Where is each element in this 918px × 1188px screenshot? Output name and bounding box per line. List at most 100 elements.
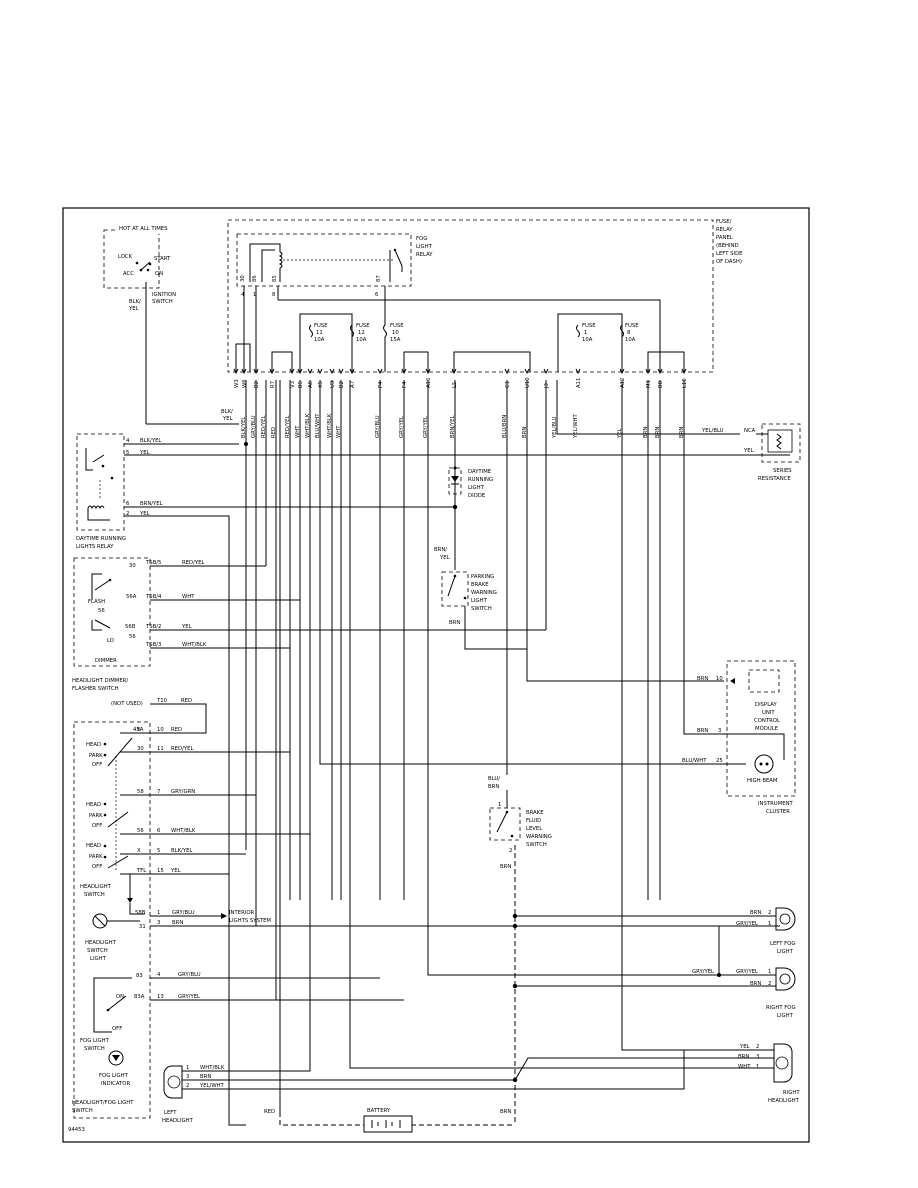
fuse-panel-label-5: LEFT SIDE (716, 251, 743, 257)
panel-wire-label: BRN/YEL (450, 415, 456, 438)
panel-wire-label: RED/YEL (261, 416, 267, 438)
fuse-12-label: FUSE (356, 323, 370, 329)
res-yel-label: YEL (743, 448, 754, 454)
lhl-wire-brn: BRN (200, 1074, 211, 1080)
panel-terminal-label: A11 (576, 378, 582, 388)
lfog-pin-1: 1 (768, 921, 771, 927)
panel-wire-label: GRY/YEL (423, 416, 429, 438)
ign-wire-label-1: BLK/ (129, 299, 141, 305)
panel-wire-label: RED/YEL (285, 416, 291, 438)
hl-45a-label: 45A (133, 727, 144, 733)
fuse-11-num: 11 (316, 330, 323, 336)
hl-row-pin: 5 (157, 848, 160, 854)
panel-wire-label: YEL/WHT (573, 413, 579, 439)
panel-terminal-label: X5 (318, 381, 324, 388)
rhl-pin-1: 1 (756, 1064, 759, 1070)
fog-relay-label-2: LIGHT (416, 244, 433, 250)
lhl-wire-yel-wht: YEL/WHT (199, 1083, 225, 1089)
dimmer-row-wire-label: YEL (181, 624, 192, 630)
panel-terminal-label: V3 (290, 381, 296, 388)
lfog-name-2: LIGHT (777, 949, 794, 955)
bf-name-5: SWITCH (526, 842, 547, 848)
hl-row-switch-pin: X (137, 727, 141, 733)
bf-name-1: BRAKE (526, 810, 544, 816)
panel-terminal-pin (297, 368, 303, 375)
blk-yel-left-2: YEL (222, 416, 233, 422)
fog-sw-83: 83 (136, 973, 143, 979)
hl-park-3: PARK (89, 854, 103, 860)
panel-terminal-label: J3 (544, 383, 550, 389)
series-res-name-1: SERIES (773, 468, 792, 474)
fuse-1-num: 1 (584, 330, 587, 336)
lfog-wire-gry-yel: GRY/YEL (736, 921, 758, 927)
panel-terminal-pin (504, 368, 510, 375)
display-line-2: UNIT (762, 710, 775, 716)
panel-terminal-label: B5 (298, 381, 304, 388)
panel-terminal-label: A15 (426, 378, 432, 388)
t10-red-label: RED (181, 698, 192, 704)
dimmer-row-conn: TSB/5 (145, 560, 161, 566)
panel-terminal-pin (233, 368, 239, 375)
dimmer-switch: FLASH 56 LO 56 DIMMER HEADLIGHT DIMMER/ … (72, 557, 151, 692)
display-line-1: DISPLAY (755, 702, 777, 708)
fog-sw-off: OFF (112, 1026, 122, 1032)
hl-row-pin: 6 (157, 828, 161, 834)
dimmer-row-conn: TSB/3 (145, 642, 161, 648)
hl-row-switch-pin: TFL (136, 868, 146, 874)
right-headlight: YEL 2 BRN 3 WHT 1 RIGHT HEADLIGHT (349, 380, 800, 1104)
panel-wire-label: GRY/BLU (251, 415, 257, 438)
hl-row-wire-label: BLK/YEL (171, 848, 192, 854)
panel-terminal-label: A7 (350, 381, 356, 388)
panel-wire-label: BRN (655, 427, 661, 438)
panel-terminal-label: M1 (646, 380, 652, 388)
hl-switch-name-1: HEADLIGHT (80, 884, 112, 890)
drl-pin-5: 5 (126, 450, 129, 456)
ign-wire-label-2: YEL (128, 306, 139, 312)
panel-terminal-pin (349, 368, 355, 375)
relay-pin-85: 85 (272, 275, 278, 282)
ign-acc-label: ACC (123, 271, 134, 277)
display-pin-3: 3 (718, 728, 721, 734)
dimmer-row-wire-label: WHT (182, 594, 195, 600)
nca-label: NCA (744, 428, 756, 434)
bf-wire-brn: BRN (500, 864, 511, 870)
drl-pin-2: 2 (126, 511, 129, 517)
bf-pin-1: 1 (498, 802, 501, 808)
panel-terminal-pin (289, 368, 295, 375)
hl-park-2: PARK (89, 813, 103, 819)
fuse-panel-label-2: RELAY (716, 227, 733, 233)
battery: BATTERY RED BRN (264, 380, 515, 1133)
lo-label: LO (107, 638, 114, 644)
left-headlight: 1 WHT/BLK 3 BRN 2 YEL/WHT LEFT HEADLIGHT (162, 380, 685, 1124)
panel-terminal-pin (253, 368, 259, 375)
panel-terminal-pin (401, 368, 407, 375)
rfog-pin-1: 1 (768, 969, 771, 975)
fog-relay-label-1: FOG (416, 236, 427, 242)
drl-wire-yel: YEL (139, 450, 150, 456)
instrument-cluster: DISPLAY UNIT CONTROL MODULE BRN 10 BRN 3… (319, 380, 796, 815)
hl-row-pin: 10 (157, 727, 164, 733)
panel-terminal-pin (645, 368, 651, 375)
panel-terminal-pin (524, 368, 530, 375)
relay-conn-6: 6 (375, 292, 379, 298)
fog-light-switch: ON OFF 83 83A 4 GRY/BLU 13 GRY/YEL FOG L… (72, 972, 404, 1114)
ign-name-1: IGNITION (152, 292, 176, 298)
diode-label-1: DAYTIME (468, 469, 492, 475)
panel-terminal-pin (241, 368, 247, 375)
hl-off-1: OFF (92, 762, 102, 768)
drl-relay: 4 5 6 2 BLK/YEL YEL BRN/YEL YEL DAYTIME … (76, 409, 790, 1126)
fog-sw-wire-gry-yel: GRY/YEL (178, 994, 200, 1000)
panel-terminal-label: B2 (339, 381, 345, 388)
dimmer-56b-label: 56 (129, 634, 136, 640)
drl-name-2: LIGHTS RELAY (76, 544, 114, 550)
hl-off-2: OFF (92, 823, 102, 829)
high-beam-label: HIGH BEAM (747, 778, 778, 784)
pbrake-name-3: WARNING (471, 590, 497, 596)
lfog-pin-2: 2 (768, 910, 771, 916)
fog-sw-pin-13: 13 (157, 994, 164, 1000)
brake-fluid-switch: BLU/ BRN 1 BRAKE FLUID LEVEL WARNING SWI… (488, 380, 776, 1125)
rhl-pin-3: 3 (756, 1054, 759, 1060)
panel-terminal-label: B8 (658, 380, 664, 388)
panel-terminal-pin (307, 368, 313, 375)
